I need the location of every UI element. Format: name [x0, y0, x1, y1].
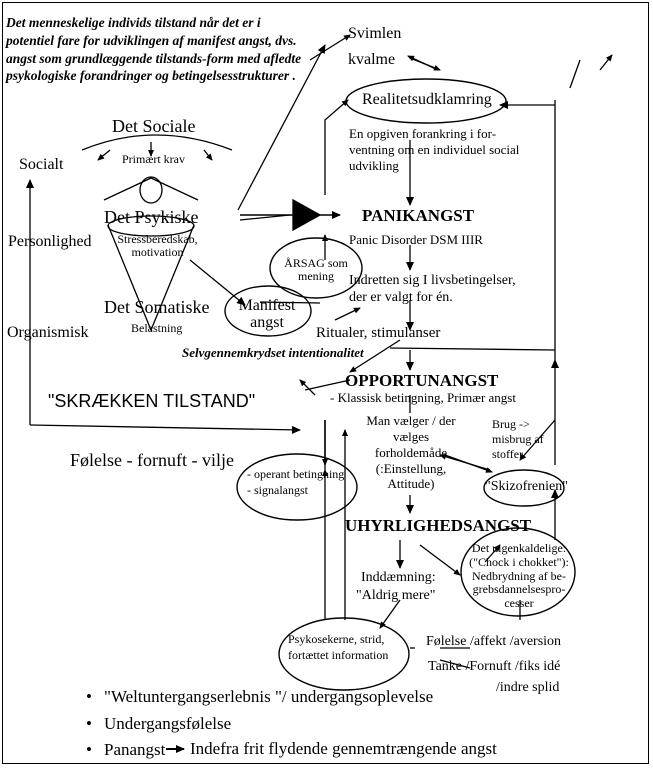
level-organism: Organismisk [7, 324, 89, 341]
uigen-label: Det uigenkaldelige: ("Chock i chokket"):… [469, 541, 569, 611]
bullet-3: •Panangst [86, 740, 166, 759]
bullet-3-tail: Indefra frit flydende gennemtrængende an… [190, 739, 497, 758]
psykose-label: Psykosekerne, strid, fortættet informati… [288, 632, 389, 662]
operant-ellipse [236, 453, 358, 521]
svimlen-label: Svimlen [348, 25, 402, 42]
realitet-label: Realitetsudklamring [362, 91, 492, 108]
ritualer-label: Ritualer, stimulanser [316, 325, 441, 341]
aldrig-mere-label: "Aldrig mere" [356, 588, 436, 603]
manifest-label: Manifest angst [238, 297, 296, 331]
skraek-label: "SKRÆKKEN TILSTAND" [48, 391, 256, 411]
bullet-1: •"Weltuntergangserlebnis "/ undergangsop… [86, 687, 434, 706]
foelelse-affekt-label: Følelse /affekt /aversion [426, 634, 562, 649]
intro-text: Det menneskelige individs tilstand når d… [6, 15, 302, 84]
manifest-ellipse [224, 285, 312, 337]
aarsag-label: ÅRSAG som mening [284, 256, 348, 283]
figure-somatic-title: Det Somatiske [104, 297, 210, 317]
panic-dsm: Panic Disorder DSM IIIR [349, 232, 483, 247]
aarsag-ellipse [269, 237, 363, 299]
inddaemning-label: Inddæmning: [361, 570, 436, 585]
tanke-fornuft-label: Tanke /Fornuft /fiks idé [428, 659, 561, 674]
level-social: Socialt [19, 156, 64, 173]
operant-label: - operant betingning - signalangst [247, 467, 345, 498]
uhyrlighedsangst-title: UHYRLIGHEDSANGST [345, 516, 532, 535]
bullet-2: •Undergangsfølelse [86, 714, 232, 733]
psyko-ellipse [278, 617, 410, 691]
indre-splid-label: /indre splid [496, 680, 560, 695]
figure-head [139, 176, 163, 204]
brug-label: Brug -> misbrug af stoffer [492, 417, 544, 461]
figure-psychic-title: Det Psykiske [104, 207, 199, 227]
opport-sub: - Klassisk betingning, Primær angst [330, 390, 516, 405]
kvalme-label: kvalme [348, 51, 396, 68]
skizo-label: "Skizofrenien" [485, 479, 568, 494]
opportunangst-title: OPPORTUNANGST [345, 371, 499, 390]
figure-cone [107, 224, 195, 332]
vaelger-label: Man vælger / der vælges forholdemåde (:E… [366, 413, 456, 492]
uigen-ellipse [460, 527, 576, 617]
panikangst-title: PANIKANGST [362, 206, 475, 225]
figure-psychic-sub: Stressberedskab, motivation [117, 232, 198, 259]
figure-base [107, 215, 195, 237]
figure-social-sub: Primært krav [122, 152, 185, 166]
figure-arc [81, 134, 233, 151]
figure-chest [103, 177, 199, 201]
figure-social-title: Det Sociale [112, 116, 196, 136]
indretten-label: Indretten sig I livsbetingelser, der er … [349, 273, 516, 306]
foelelse-fornuft-label: Følelse - fornuft - vilje [70, 450, 234, 470]
forankring-label: En opgiven forankring i for-ventning om … [349, 126, 520, 173]
skizo-ellipse [483, 469, 565, 507]
level-personality: Personlighed [8, 233, 92, 250]
realitet-ellipse [345, 78, 507, 124]
figure-somatic-sub: Belastning [131, 321, 183, 335]
selv-label: Selvgennemkrydset intentionalitet [182, 345, 364, 360]
